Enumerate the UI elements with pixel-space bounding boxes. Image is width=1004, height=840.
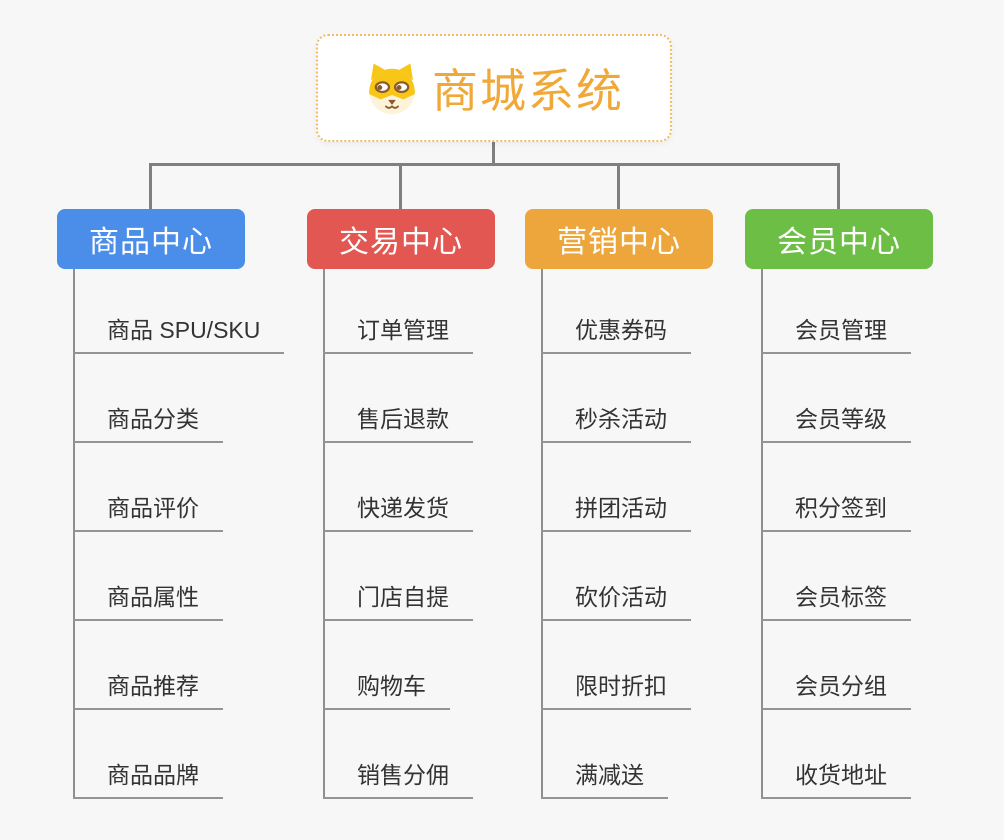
leaf-node[interactable]: 商品推荐 (73, 672, 223, 710)
leaf-node[interactable]: 会员等级 (761, 405, 911, 443)
leaf-node[interactable]: 砍价活动 (541, 583, 691, 621)
leaf-node[interactable]: 优惠券码 (541, 316, 691, 354)
branch-node-marketing[interactable]: 营销中心 (525, 209, 713, 269)
leaf-node[interactable]: 收货地址 (761, 761, 911, 799)
connector-root-stub (492, 141, 495, 165)
branch-node-member[interactable]: 会员中心 (745, 209, 933, 269)
leaf-node[interactable]: 销售分佣 (323, 761, 473, 799)
branch-node-trade[interactable]: 交易中心 (307, 209, 495, 269)
root-title: 商城系统 (432, 65, 624, 117)
leaf-node[interactable]: 拼团活动 (541, 494, 691, 532)
leaf-node[interactable]: 商品分类 (73, 405, 223, 443)
root-node[interactable]: 商城系统 (316, 34, 672, 142)
leaf-node[interactable]: 积分签到 (761, 494, 911, 532)
connector-branch-trade (323, 269, 325, 799)
connector-drop-trade (399, 163, 402, 211)
leaf-node[interactable]: 会员分组 (761, 672, 911, 710)
connector-branch-member (761, 269, 763, 799)
connector-drop-product (149, 163, 152, 211)
branch-node-product[interactable]: 商品中心 (57, 209, 245, 269)
dog-icon (364, 60, 420, 116)
connector-branch-product (73, 269, 75, 799)
connector-drop-member (837, 163, 840, 211)
leaf-node[interactable]: 满减送 (541, 761, 668, 799)
leaf-node[interactable]: 商品属性 (73, 583, 223, 621)
leaf-node[interactable]: 会员管理 (761, 316, 911, 354)
leaf-node[interactable]: 售后退款 (323, 405, 473, 443)
leaf-node[interactable]: 快递发货 (323, 494, 473, 532)
connector-trunk (150, 163, 840, 166)
connector-branch-marketing (541, 269, 543, 799)
leaf-node[interactable]: 商品品牌 (73, 761, 223, 799)
leaf-node[interactable]: 会员标签 (761, 583, 911, 621)
leaf-node[interactable]: 购物车 (323, 672, 450, 710)
leaf-node[interactable]: 门店自提 (323, 583, 473, 621)
connector-drop-marketing (617, 163, 620, 211)
leaf-node[interactable]: 订单管理 (323, 316, 473, 354)
leaf-node[interactable]: 商品评价 (73, 494, 223, 532)
leaf-node[interactable]: 限时折扣 (541, 672, 691, 710)
leaf-node[interactable]: 商品 SPU/SKU (73, 316, 285, 354)
leaf-node[interactable]: 秒杀活动 (541, 405, 691, 443)
